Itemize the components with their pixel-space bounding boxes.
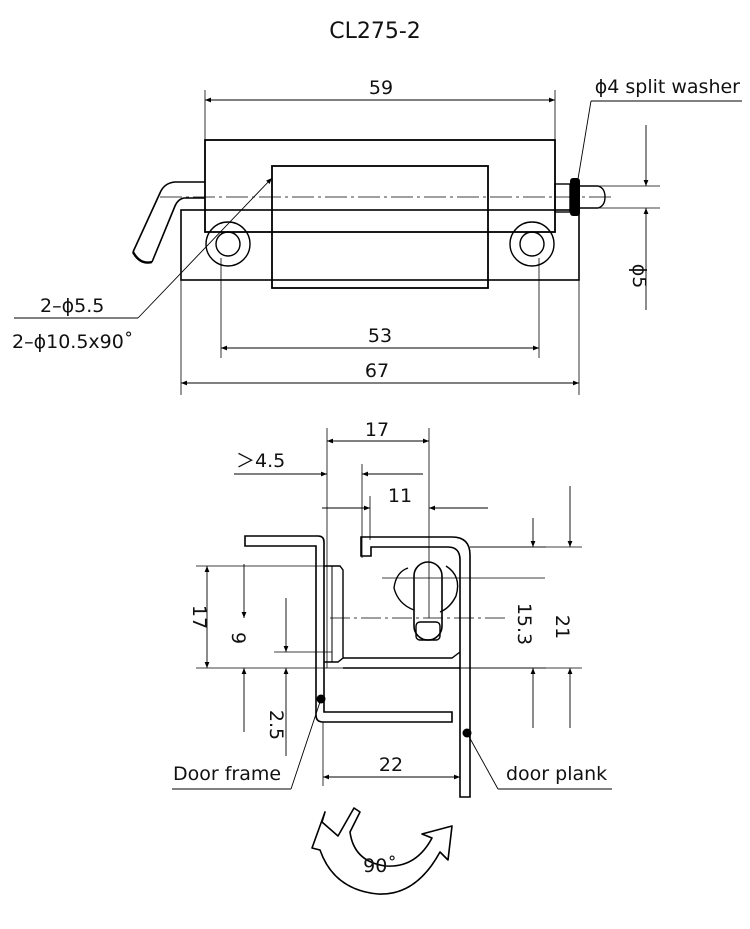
- mounting-hole-right: [509, 221, 555, 267]
- dim-phi5-label: ϕ5: [628, 264, 650, 289]
- frame-bracket: [324, 565, 344, 663]
- hinge-leaf: [204, 139, 556, 233]
- base-plate: [180, 209, 580, 281]
- dim-17-left-label: 17: [188, 605, 210, 629]
- door-frame-leader: [290, 698, 322, 790]
- dim-9-label: 9: [227, 632, 249, 644]
- door-plank-label: door plank: [506, 763, 607, 785]
- washer-leader: [573, 100, 592, 198]
- washer-label: ϕ4 split washer: [595, 76, 740, 98]
- dim-17-top-label: 17: [365, 419, 389, 441]
- pin-knob: [393, 561, 459, 641]
- plank-leaf: [360, 536, 471, 798]
- mounting-hole-left: [205, 221, 251, 267]
- dim-22-label: 22: [379, 754, 403, 776]
- top-view: 59 ϕ4 split washer ϕ5 2–ϕ5.5 2–ϕ10.5x90˚…: [12, 76, 742, 395]
- dim-59-label: 59: [369, 77, 393, 99]
- dim-11-label: 11: [388, 485, 412, 507]
- side-view: 17 ＞4.5 11 17 9 2.5 15.3: [172, 419, 612, 895]
- dim-gt45-label: ＞4.5: [236, 450, 285, 472]
- dim-53-label: 53: [368, 325, 392, 347]
- dim-67-label: 67: [365, 360, 389, 382]
- frame-leaf: [244, 535, 453, 723]
- hole-label-1: 2–ϕ5.5: [40, 295, 104, 317]
- hole-label-2: 2–ϕ10.5x90˚: [12, 331, 133, 353]
- bent-pin: [131, 181, 205, 264]
- rotation-label: 90˚: [363, 855, 397, 877]
- dim-153-label: 15.3: [513, 603, 535, 645]
- drawing-title: CL275-2: [329, 19, 421, 44]
- rotation-arrow: [311, 807, 453, 895]
- door-plank-leader: [466, 732, 499, 790]
- door-frame-label: Door frame: [173, 763, 281, 785]
- dim-21-label: 21: [551, 615, 573, 639]
- hinge-barrel: [271, 165, 489, 289]
- dim-25-label: 2.5: [265, 710, 287, 740]
- hole-leader: [137, 177, 273, 319]
